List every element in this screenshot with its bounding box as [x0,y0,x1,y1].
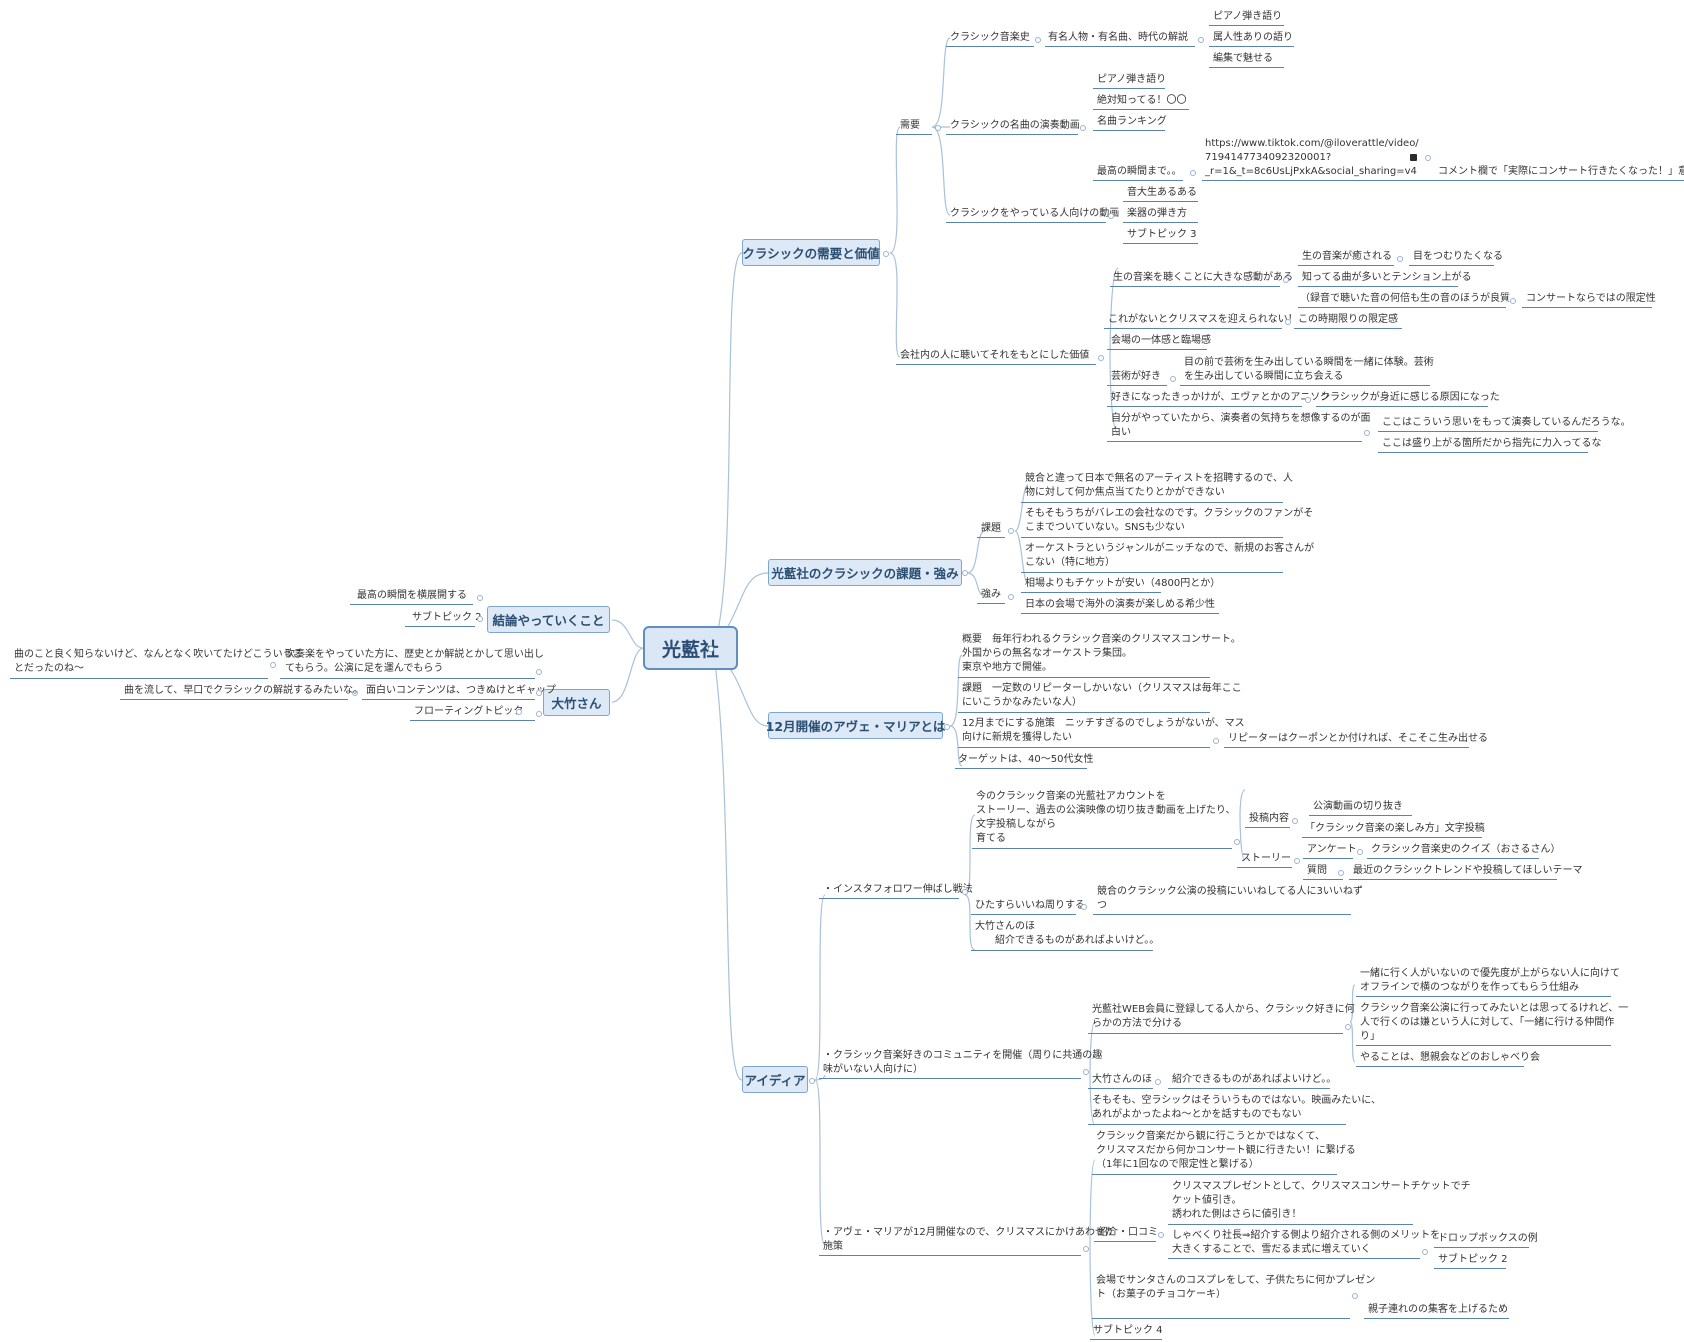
node-tiktok-comment[interactable]: コメント欄で「実際にコンサート行きたくなった！」意見も [1438,166,1684,177]
node-otake-content-sub[interactable]: 曲を流して、早口でクラシックの解説するみたいな。 [124,685,363,696]
branch-december[interactable]: 12月開催のアヴェ・マリアとは [766,712,945,739]
branch-conclusion[interactable]: 結論やっていくこと [487,606,610,633]
node-trigger[interactable]: 好きになったきっかけが、エヴァとかのアニソン [1111,392,1331,403]
node-ave-santa-sub[interactable]: 親子連れのの集客を上げるため [1368,1304,1508,1315]
node-history[interactable]: クラシック音楽史 [950,32,1030,43]
node-otake-content[interactable]: 面白いコンテンツは、つきぬけとギャップ [366,685,556,696]
node-community-otake[interactable]: 大竹さんのほ [1092,1074,1152,1085]
node-insta-otake[interactable]: 大竹さんのほ 紹介できるものがあればよいけど。。 [975,921,1160,946]
node-community-web[interactable]: 光藍社WEB会員に登録してる人から、クラシック好きに何 らかの方法で分ける [1092,1004,1355,1029]
node-conclusion-item-2[interactable]: サブトピック 2 [412,612,482,623]
link-icon[interactable] [1410,154,1417,161]
node-insta-story[interactable]: ストーリー [1241,853,1291,864]
node-strength-item-2[interactable]: 日本の会場で海外の演奏が楽しめる希少性 [1025,599,1215,610]
node-tiktok-url[interactable]: https://www.tiktok.com/@iloverattle/vide… [1205,138,1419,177]
node-insta-intro[interactable]: 今のクラシック音楽の光藍社アカウントを ストーリー、過去の公演映像の切り抜き動画… [976,791,1236,844]
node-conclusion-item-1[interactable]: 最高の瞬間を横展開する [357,590,467,601]
central-topic-connector [708,646,714,652]
node-december-target[interactable]: ターゲットは、40～50代女性 [958,754,1094,765]
node-community-web-item-3[interactable]: やることは、懇親会などのおしゃべり会 [1360,1052,1540,1063]
node-value[interactable]: 会社内の人に聴いてそれをもとにした価値 [900,350,1090,361]
node-kadai-item-3[interactable]: オーケストラというジャンルがニッチなので、新規のお客さんが こない（特に地方） [1025,543,1315,568]
node-live[interactable]: 生の音楽を聴くことに大きな感動がある [1113,272,1293,283]
node-history-explain[interactable]: 有名人物・有名曲、時代の解説 [1048,32,1188,43]
node-kadai-item-2[interactable]: そもそもうちがバレエの会社なのです。クラシックのファンがそ こまでついていない。… [1025,508,1314,533]
node-kadai-item-1[interactable]: 競合と違って日本で無名のアーティストを招聘するので、人 物に対して何か焦点当てた… [1025,473,1293,498]
node-history-item-3[interactable]: 編集で魅せる [1213,53,1273,64]
node-xmas-sub[interactable]: この時期限りの限定感 [1298,314,1398,325]
branch-issues[interactable]: 光藍社のクラシックの課題・強み [768,559,962,586]
node-players[interactable]: クラシックをやっている人向けの動画 [950,208,1120,219]
node-community-note[interactable]: そもそも、空ラシックはそういうものではない。映画みたいに、 あれがよかったよね～… [1092,1095,1381,1120]
node-december-summary[interactable]: 概要 毎年行われるクラシック音楽のクリスマスコンサート。 外国からの無名なオーケ… [962,634,1241,673]
node-trigger-sub[interactable]: クラシックが身近に感じる原因になった [1320,392,1500,403]
node-otake-floating[interactable]: フローティングトピック [414,706,524,717]
node-history-item-2[interactable]: 属人性ありの語り [1213,32,1293,43]
node-insta[interactable]: ・インスタフォロワー伸ばし戦法 [823,884,973,895]
central-topic[interactable]: 光藍社 [643,626,738,670]
node-otake-brass[interactable]: 吹奏楽をやっていた方に、歴史とか解説とかして思い出し てもらう。公演に足を運んで… [285,649,544,674]
node-famous-item-1[interactable]: ピアノ弾き語り [1097,74,1167,85]
node-live-item-3[interactable]: （録音で聴いた音の何倍も生の音のほうが良質 [1300,293,1510,304]
branch-ideas[interactable]: アイディア [742,1066,808,1093]
node-famous[interactable]: クラシックの名曲の演奏動画 [950,120,1080,131]
node-community-otake-sub[interactable]: 紹介できるものがあればよいけど。。 [1172,1074,1337,1085]
node-play-item-1[interactable]: ここはこういう思いをもって演奏しているんだろうな。 [1382,417,1631,428]
node-famous-item-4[interactable]: 最高の瞬間まで。。 [1097,166,1182,177]
node-players-item-1[interactable]: 音大生あるある [1127,187,1197,198]
node-insta-story-sub-1[interactable]: クラシック音楽史のクイズ（おさるさん） [1371,844,1561,855]
node-kadai[interactable]: 課題 [981,523,1001,534]
node-live-item-1[interactable]: 生の音楽が癒される [1302,251,1392,262]
node-play-item-2[interactable]: ここは盛り上がる箇所だから指先に力入ってるな [1382,438,1602,449]
node-ave-santa[interactable]: 会場でサンタさんのコスプレをして、子供たちに何かプレゼン ト（お菓子のチョコケー… [1096,1275,1376,1300]
node-otake-brass-sub[interactable]: 曲のこと良く知らないけど、なんとなく吹いてたけどこういうこ とだったのね～ [14,649,303,674]
node-community-web-item-2[interactable]: クラシック音楽公演に行ってみたいとは思ってるけれど、一 人で行くのは嫌という人に… [1360,1003,1629,1042]
branch-demand-value[interactable]: クラシックの需要と価値 [742,239,880,266]
node-live-sub-3[interactable]: コンサートならではの限定性 [1526,293,1656,304]
node-ave-present[interactable]: クリスマスプレゼントとして、クリスマスコンサートチケットでチ ケット値引き。 誘… [1172,1181,1471,1220]
node-venue[interactable]: 会場の一体感と臨場感 [1111,335,1211,346]
node-community[interactable]: ・クラシック音楽好きのコミュニティを開催（周りに共通の趣 味がいない人向けに） [823,1050,1103,1075]
node-ave-shaberi[interactable]: しゃべくり社長⇒紹介する側より紹介される側のメリットを 大きくすることで、雪だる… [1172,1230,1441,1255]
node-insta-like-sub[interactable]: 競合のクラシック公演の投稿にいいねしてる人に3いいねず つ [1097,886,1363,911]
node-famous-item-3[interactable]: 名曲ランキング [1097,116,1167,127]
node-live-item-2[interactable]: 知ってる曲が多いとテンション上がる [1302,272,1472,283]
node-insta-post-item-2[interactable]: 「クラシック音楽の楽しみ方」文字投稿 [1305,823,1485,834]
node-play[interactable]: 自分がやっていたから、演奏者の気持ちを想像するのが面 白い [1111,413,1371,438]
node-ave-shaberi-item-2[interactable]: サブトピック 2 [1438,1254,1508,1265]
node-live-sub-1[interactable]: 目をつむりたくなる [1413,251,1503,262]
node-art[interactable]: 芸術が好き [1111,371,1161,382]
node-ave[interactable]: ・アヴェ・マリアが12月開催なので、クリスマスにかけあわせた 施策 [823,1227,1116,1252]
node-ave-intro[interactable]: 紹介・口コミ [1098,1227,1158,1238]
node-history-item-1[interactable]: ピアノ弾き語り [1213,11,1283,22]
node-players-item-3[interactable]: サブトピック 3 [1127,229,1197,240]
node-ave-why[interactable]: クラシック音楽だから観に行こうとかではなくて、 クリスマスだから何かコンサート観… [1096,1131,1356,1170]
node-demand[interactable]: 需要 [900,120,920,131]
node-insta-story-sub-2[interactable]: 最近のクラシックトレンドや投稿してほしいテーマ [1353,865,1583,876]
node-community-web-item-1[interactable]: 一緒に行く人がいないので優先度が上がらない人に向けて オフラインで横のつながりを… [1360,968,1620,993]
node-insta-post[interactable]: 投稿内容 [1249,813,1289,824]
node-insta-post-item-1[interactable]: 公演動画の切り抜き [1313,801,1403,812]
node-insta-story-item-2[interactable]: 質問 [1307,865,1327,876]
node-strength-item-1[interactable]: 相場よりもチケットが安い（4800円とか） [1025,578,1221,589]
node-december-measure[interactable]: 12月までにする施策 ニッチすぎるのでしょうがないが、マス 向けに新規を獲得した… [962,718,1245,743]
node-famous-item-2[interactable]: 絶対知ってる！〇〇 [1097,95,1187,106]
node-ave-sub4[interactable]: サブトピック 4 [1093,1325,1163,1336]
node-strength[interactable]: 強み [981,589,1001,600]
node-ave-shaberi-item-1[interactable]: ドロップボックスの例 [1438,1233,1538,1244]
node-art-sub[interactable]: 目の前で芸術を生み出している瞬間を一緒に体験。芸術 を生み出している瞬間に立ち会… [1184,357,1434,382]
node-players-item-2[interactable]: 楽器の弾き方 [1127,208,1187,219]
branch-otake[interactable]: 大竹さん [543,689,610,716]
node-insta-like[interactable]: ひたすらいいね周りする [975,900,1085,911]
node-december-issue[interactable]: 課題 一定数のリピーターしかいない（クリスマスは毎年ここ にいこうかなみたいな人… [962,683,1242,708]
node-insta-story-item-1[interactable]: アンケート [1307,844,1357,855]
node-december-measure-sub[interactable]: リピーターはクーポンとか付ければ、そこそこ生み出せる [1228,733,1488,744]
node-xmas[interactable]: これがないとクリスマスを迎えられない！ [1108,314,1298,325]
